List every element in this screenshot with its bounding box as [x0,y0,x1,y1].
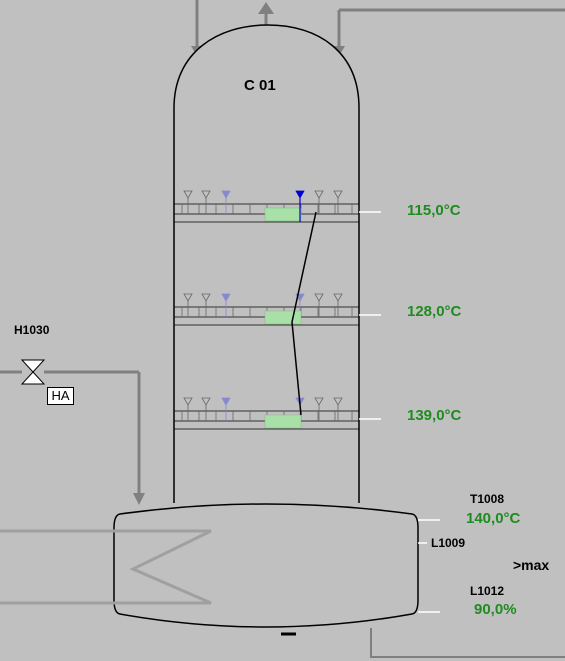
level-marker-icon [221,397,231,406]
valve-icon[interactable] [20,359,46,385]
sump-vessel [113,503,419,628]
spray-nozzle-icon [201,190,211,199]
t1008-tag: T1008 [470,492,505,506]
spray-nozzle-icon [333,293,343,302]
tray-3 [174,397,381,430]
l1009-tag: L1009 [431,536,466,550]
t1008-value: 140,0°C [466,510,521,527]
temperature-profile-line [291,211,317,416]
valve-mode-button[interactable]: HA [47,387,74,405]
spray-nozzle-icon [201,293,211,302]
sump-inlet-arrow-icon [133,493,145,505]
spray-nozzle-icon [183,397,193,406]
heating-coil [0,529,212,605]
tray-level-bar [264,414,302,429]
spray-nozzle-icon [314,397,324,406]
spray-nozzle-icon [314,293,324,302]
spray-nozzle-icon [201,397,211,406]
spray-nozzle-icon [333,397,343,406]
column-shell [173,24,360,503]
tray-1-temperature: 115,0°C [407,202,461,219]
vapour-outlet-arrow-icon [258,2,274,14]
level-marker-icon [221,190,231,199]
spray-nozzle-icon [183,293,193,302]
l1012-tag: L1012 [470,584,505,598]
l1012-value: 90,0% [474,601,517,618]
tray-3-temperature: 139,0°C [407,407,462,424]
level-marker-active-icon [295,190,305,199]
tray-2-temperature: 128,0°C [407,303,462,320]
bottom-product-pipe [370,628,565,658]
column-title: C 01 [244,77,276,94]
tray-level-bar [264,310,302,325]
spray-nozzle-icon [314,190,324,199]
spray-nozzle-icon [333,190,343,199]
spray-nozzle-icon [183,190,193,199]
top-feed-pipes [195,0,565,50]
valve-tag: H1030 [14,323,50,337]
reflux-pipe [0,370,141,495]
level-marker-icon [221,293,231,302]
tray-level-bar [264,207,302,222]
l1009-state: >max [513,557,550,573]
tray-1 [174,190,381,223]
